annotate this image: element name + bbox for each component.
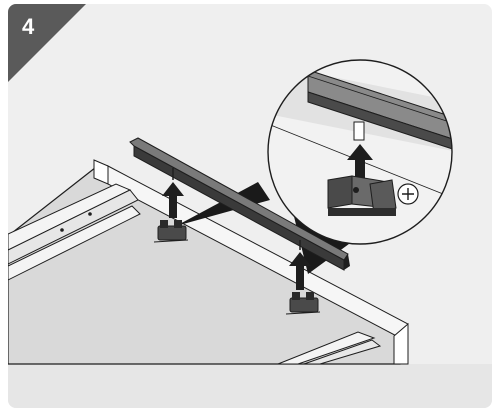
clip-right-leader [285, 311, 321, 315]
side-rail-left-lower [8, 205, 141, 281]
strip-rail-end [344, 254, 350, 270]
drawer-edge-lower [303, 339, 382, 365]
clip-right [289, 297, 319, 313]
step-number: 4 [22, 14, 35, 39]
footer-band [8, 364, 492, 408]
magnified-clip-hole [353, 187, 359, 193]
clip-left-leader [153, 239, 189, 243]
clip-left-tab [174, 220, 182, 228]
step-badge [8, 4, 86, 82]
rail-screw-hole [88, 212, 92, 216]
side-rail-left-face [8, 189, 139, 265]
magnified-edge-line [268, 123, 452, 205]
up-arrow-left [162, 182, 184, 218]
magnified-peg [353, 121, 365, 141]
cabinet-rim-right [393, 322, 409, 365]
rail-screw-hole [60, 228, 64, 232]
clip-left [157, 225, 187, 241]
clip-right-tab [292, 292, 300, 300]
drawer-edge [277, 331, 376, 365]
magnified-up-arrow [347, 144, 373, 182]
magnified-rail-groove [307, 75, 452, 129]
clip-left-tab [160, 220, 168, 228]
up-arrow-right [289, 252, 311, 290]
magnified-rail-face [307, 91, 452, 155]
magnified-clip-base [328, 208, 396, 216]
magnified-clip-left [327, 175, 353, 209]
clip-right-tab [306, 292, 314, 300]
assembly-illustration [8, 59, 492, 408]
magnified-rail-top [307, 69, 452, 145]
detail-magnifier-border [267, 59, 453, 245]
step-panel: 4 [8, 4, 492, 408]
magnifier-content [268, 64, 452, 216]
